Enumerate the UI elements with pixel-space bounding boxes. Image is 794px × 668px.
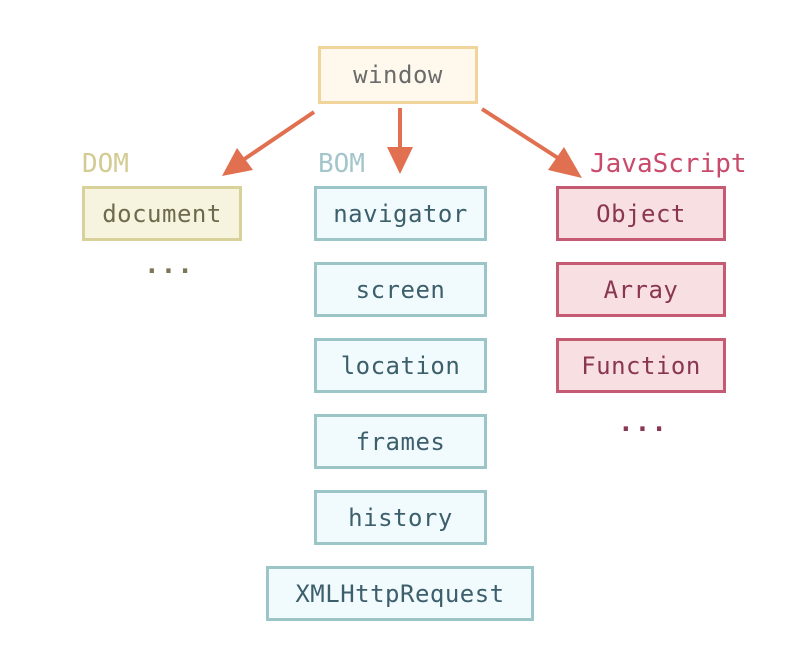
bom-item-label: location (340, 351, 461, 380)
arrow-to-dom (241, 110, 316, 162)
javascript-item-label: Object (596, 199, 686, 228)
bom-item-label: XMLHttpRequest (295, 579, 505, 608)
dom-group-title: DOM (82, 149, 129, 179)
dom-more-ellipsis: ... (144, 250, 194, 280)
bom-item-history: history (314, 490, 487, 545)
bom-item-label: history (348, 503, 453, 532)
arrow-to-bom-head (387, 147, 413, 174)
javascript-more-ellipsis: ... (618, 408, 668, 438)
arrow-to-dom-head (222, 148, 253, 176)
dom-item-label: document (102, 199, 222, 228)
bom-group-title: BOM (318, 149, 365, 179)
bom-item-label: frames (355, 427, 446, 456)
bom-item-location: location (314, 338, 487, 393)
javascript-group-title: JavaScript (590, 149, 747, 179)
bom-item-xmlhttprequest: XMLHttpRequest (266, 566, 534, 621)
window-box: window (318, 46, 478, 104)
bom-item-frames: frames (314, 414, 487, 469)
bom-item-navigator: navigator (314, 186, 487, 241)
javascript-item-label: Array (603, 275, 679, 304)
bom-item-label: navigator (333, 199, 468, 228)
dom-item-document: document (82, 186, 242, 241)
javascript-item-array: Array (556, 262, 726, 317)
javascript-item-function: Function (556, 338, 726, 393)
arrow-to-javascript (480, 107, 560, 160)
bom-item-screen: screen (314, 262, 487, 317)
arrow-to-javascript-head (548, 147, 582, 178)
javascript-item-object: Object (556, 186, 726, 241)
window-label: window (353, 61, 443, 89)
javascript-item-label: Function (581, 351, 701, 380)
bom-item-label: screen (355, 275, 446, 304)
